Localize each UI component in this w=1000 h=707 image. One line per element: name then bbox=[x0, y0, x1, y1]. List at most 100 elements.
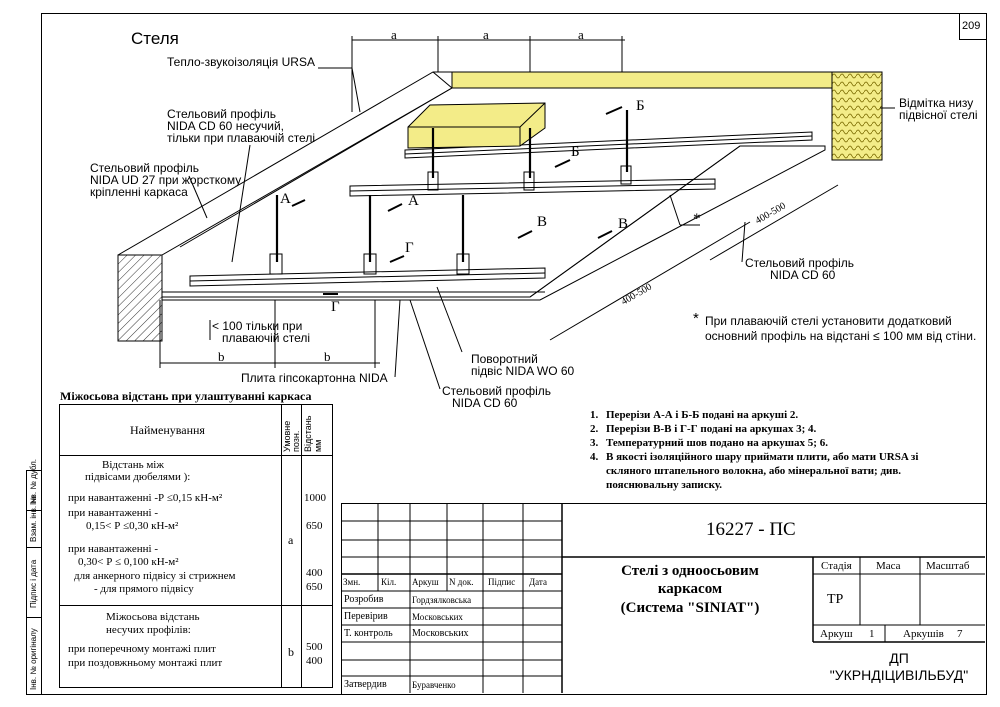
section-mark-a-right: А bbox=[408, 193, 419, 209]
section-mark-g-mid: Г bbox=[405, 240, 414, 256]
label-mark-2: підвісної стелі bbox=[899, 108, 978, 122]
section-a-row4: для анкерного підвісу зі стрижнем bbox=[74, 570, 236, 582]
section-a-symbol: a bbox=[288, 533, 294, 547]
insulation-right bbox=[831, 71, 883, 161]
spacing-table-section-line bbox=[59, 605, 332, 606]
section-mark-v-left: В bbox=[537, 214, 548, 230]
section-a-row5: - для прямого підвісу bbox=[94, 583, 194, 595]
section-mark-v-right: В bbox=[618, 216, 629, 232]
role-developer: Розробив bbox=[344, 594, 384, 605]
name-developer: Гордзялковська bbox=[412, 595, 472, 605]
asterisk-note-2: основний профіль на відстані ≤ 100 мм ві… bbox=[705, 329, 977, 343]
notes-list: 1.Перерізи А-А і Б-Б подані на аркуші 2.… bbox=[590, 408, 918, 492]
title-block bbox=[341, 503, 986, 694]
section-b-heading-1: Міжосьова відстань bbox=[106, 611, 200, 623]
col-header-doc: N док. bbox=[449, 577, 474, 587]
role-tcontrol: Т. контроль bbox=[344, 628, 393, 639]
dim-b-1: b bbox=[218, 349, 225, 364]
label-insulation: Тепло-звукоізоляція URSA bbox=[167, 55, 315, 69]
col-header-qty: Кіл. bbox=[381, 577, 397, 587]
label-hanger-2: підвіс NIDA WO 60 bbox=[471, 364, 575, 378]
section-b-symbol: b bbox=[288, 645, 294, 659]
label-floating-note-1: < 100 тільки при bbox=[212, 319, 303, 333]
mass-label: Маса bbox=[876, 560, 901, 572]
section-b-heading-2: несучих профілів: bbox=[106, 624, 191, 636]
col-header-signature: Підпис bbox=[488, 577, 516, 587]
section-a-row1: при навантаженні -Р ≤0,15 кН-м² bbox=[68, 492, 223, 504]
org-2: "УКРНДІЦИВІЛЬБУД" bbox=[829, 667, 969, 683]
section-mark-g-bottom: Г bbox=[331, 299, 340, 315]
side-stamp bbox=[26, 470, 42, 695]
drawing-frame bbox=[41, 13, 987, 695]
spacing-table bbox=[59, 404, 333, 688]
dim-a-1: a bbox=[391, 27, 397, 42]
insulation-panel bbox=[407, 102, 546, 149]
dim-b-2: b bbox=[324, 349, 331, 364]
profile-cd60-front bbox=[189, 267, 546, 287]
section-a-row3a: при навантаженні - bbox=[68, 543, 159, 555]
scale-label: Масштаб bbox=[926, 560, 970, 572]
section-mark-b-mid: Б bbox=[571, 144, 580, 160]
name-tcontrol: Московських bbox=[412, 628, 469, 639]
doc-code: 16227 - ПС bbox=[706, 519, 796, 540]
label-cd60-floating-1: Стельовий профіль bbox=[167, 107, 276, 121]
label-cd60-right-1: Стельовий профіль bbox=[745, 256, 854, 270]
label-cd60-floating-3: тільки при плаваючій стелі bbox=[167, 131, 315, 145]
section-b-value-2: 400 bbox=[306, 655, 323, 667]
dim-a-2: a bbox=[483, 27, 489, 42]
stage-value: ТР bbox=[827, 592, 844, 607]
asterisk-note-symbol: * bbox=[693, 310, 699, 327]
label-ud27-1: Стельовий профіль bbox=[90, 161, 199, 175]
profile-cd60-back bbox=[404, 131, 813, 159]
name-approver: Буравченко bbox=[412, 680, 456, 690]
sheet-number-box bbox=[959, 13, 986, 40]
side-stamp-divider-2 bbox=[26, 617, 41, 618]
drawing-title: Стеля bbox=[131, 29, 179, 48]
name-checker: Московських bbox=[412, 612, 463, 622]
sheet-label: Аркуш bbox=[820, 628, 853, 640]
label-plate: Плита гіпсокартонна NIDA bbox=[241, 371, 388, 385]
note-4: 4.В якості ізоляційного шару приймати пл… bbox=[590, 451, 919, 463]
spacing-table-col-line-2 bbox=[301, 404, 302, 687]
asterisk-note-1: При плаваючій стелі установити додаткови… bbox=[705, 314, 952, 328]
label-ud27-2: NIDA UD 27 при жорсткому bbox=[90, 173, 242, 187]
section-a-heading-1: Відстань між bbox=[102, 459, 164, 471]
section-a-value-1: 1000 bbox=[304, 492, 326, 504]
section-mark-a-left: А bbox=[280, 191, 291, 207]
spacing-table-header-line bbox=[59, 455, 332, 456]
section-b-row2: при поздовжньому монтажі плит bbox=[68, 657, 223, 669]
note-4-cont-2: пояснювальну записку. bbox=[606, 479, 722, 491]
section-a-value-3: 400 bbox=[306, 567, 323, 579]
doc-title-1: Стелі з одноосьовим bbox=[621, 563, 759, 579]
label-ud27-3: кріпленні каркаса bbox=[90, 185, 188, 199]
section-a-row3b: 0,30< Р ≤ 0,100 кН-м² bbox=[78, 556, 179, 568]
stage-label: Стадія bbox=[821, 560, 852, 572]
doc-title-3: (Система "SINIAT") bbox=[620, 600, 760, 616]
note-3: 3.Температурний шов подано на аркушах 5;… bbox=[590, 437, 828, 449]
label-cd60-bottom-1: Стельовий профіль bbox=[442, 384, 551, 398]
note-4-cont-1: скляного штапельного волокна, або мінера… bbox=[606, 465, 902, 477]
section-a-value-4: 650 bbox=[306, 581, 323, 593]
label-cd60-floating-2: NIDA CD 60 несучий, bbox=[167, 119, 284, 133]
sheets-value: 7 bbox=[957, 628, 963, 640]
section-b-value-1: 500 bbox=[306, 641, 323, 653]
note-1: 1.Перерізи А-А і Б-Б подані на аркуші 2. bbox=[590, 409, 799, 421]
spacing-table-col-line-1 bbox=[281, 404, 282, 687]
label-cd60-right-2: NIDA CD 60 bbox=[770, 268, 836, 282]
asterisk-mark: * bbox=[693, 211, 701, 227]
section-a-value-2: 650 bbox=[306, 520, 323, 532]
label-cd60-bottom-2: NIDA CD 60 bbox=[452, 396, 518, 410]
sheet-value: 1 bbox=[869, 628, 875, 640]
side-stamp-divider-1 bbox=[26, 547, 41, 548]
spacing-table-title: Міжосьова відстань при улаштуванні карка… bbox=[60, 389, 312, 403]
section-a-row2a: при навантаженні - bbox=[68, 507, 159, 519]
role-approver: Затвердив bbox=[344, 679, 387, 690]
role-checker: Перевірив bbox=[344, 611, 388, 622]
label-mark-1: Відмітка низу bbox=[899, 96, 974, 110]
doc-title-2: каркасом bbox=[657, 581, 723, 597]
sheet-number: 209 bbox=[962, 20, 981, 32]
dim-a-3: a bbox=[578, 27, 584, 42]
section-b-row1: при поперечному монтажі плит bbox=[68, 643, 216, 655]
